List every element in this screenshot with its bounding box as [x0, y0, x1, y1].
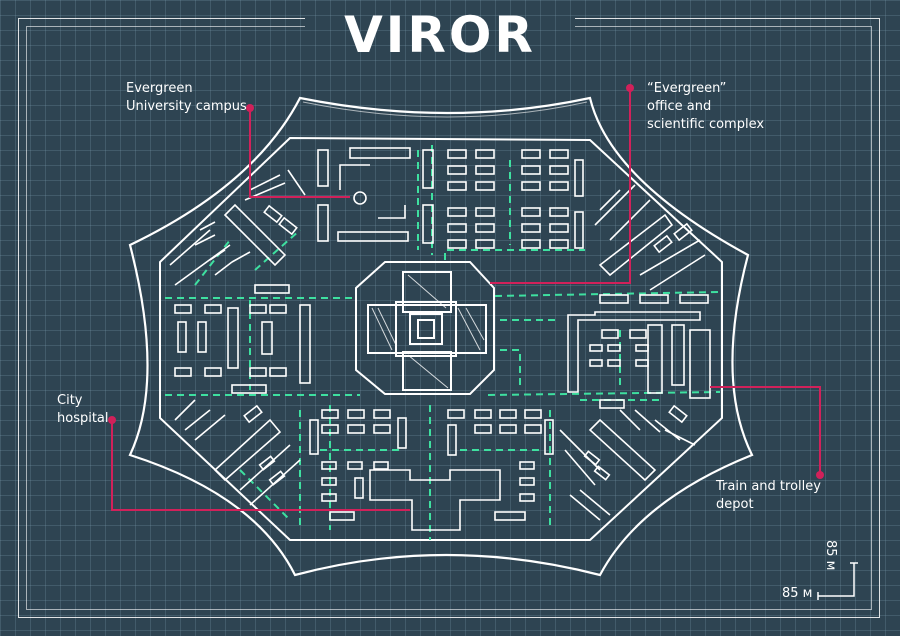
scale-bar — [817, 562, 858, 600]
scale-horizontal-label: 85 м — [782, 586, 813, 601]
building-blocks — [169, 147, 711, 531]
label-depot: Train and trolley depot — [716, 479, 821, 512]
label-office-complex: “Evergreen” office and scientific comple… — [647, 81, 765, 132]
city-inner-boundary — [159, 136, 723, 541]
pedestrian-paths — [165, 145, 721, 540]
callout-office — [490, 90, 631, 284]
callout-dot-hospital — [108, 416, 116, 424]
callout-university — [249, 110, 350, 198]
label-city-hospital: City hospital — [57, 393, 109, 426]
scale-vertical-label: 85 м — [823, 540, 838, 571]
map-title: VIROR — [344, 6, 536, 64]
callout-dot-office — [626, 84, 634, 92]
label-university-campus: Evergreen University campus — [126, 81, 247, 114]
central-hub — [355, 261, 495, 395]
callout-dots — [108, 84, 824, 479]
callout-hospital — [111, 422, 410, 511]
title-backdrop — [305, 8, 575, 68]
callout-lines — [111, 90, 821, 511]
callout-depot — [710, 386, 821, 475]
city-outer-boundary — [128, 96, 754, 577]
callout-dot-university — [246, 104, 254, 112]
callout-dot-depot — [816, 471, 824, 479]
